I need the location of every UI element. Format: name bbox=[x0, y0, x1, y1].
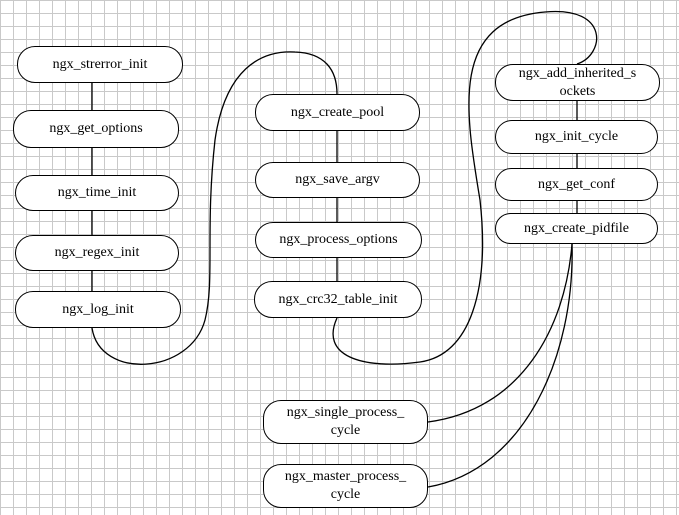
node-ngx-strerror-init: ngx_strerror_init bbox=[17, 46, 183, 83]
node-ngx-save-argv: ngx_save_argv bbox=[255, 162, 420, 198]
link-crc32-to-sockets bbox=[332, 10, 598, 365]
node-ngx-create-pool: ngx_create_pool bbox=[255, 94, 420, 131]
node-ngx-add-inherited-sockets: ngx_add_inherited_s ockets bbox=[495, 64, 660, 101]
link-pidfile-to-single bbox=[427, 243, 573, 423]
node-ngx-get-conf: ngx_get_conf bbox=[495, 168, 658, 201]
node-ngx-master-process-cycle: ngx_master_process_ cycle bbox=[263, 464, 428, 508]
node-ngx-log-init: ngx_log_init bbox=[15, 291, 181, 328]
link-log-to-pool bbox=[91, 51, 338, 365]
node-ngx-single-process-cycle: ngx_single_process_ cycle bbox=[263, 400, 428, 444]
node-ngx-get-options: ngx_get_options bbox=[13, 110, 179, 148]
link-pidfile-to-master bbox=[427, 243, 573, 488]
node-ngx-regex-init: ngx_regex_init bbox=[15, 235, 179, 271]
node-ngx-create-pidfile: ngx_create_pidfile bbox=[495, 213, 658, 244]
node-ngx-init-cycle: ngx_init_cycle bbox=[495, 120, 658, 154]
node-ngx-process-options: ngx_process_options bbox=[255, 222, 422, 258]
node-ngx-time-init: ngx_time_init bbox=[15, 175, 179, 211]
node-ngx-crc32-table-init: ngx_crc32_table_init bbox=[254, 281, 422, 318]
